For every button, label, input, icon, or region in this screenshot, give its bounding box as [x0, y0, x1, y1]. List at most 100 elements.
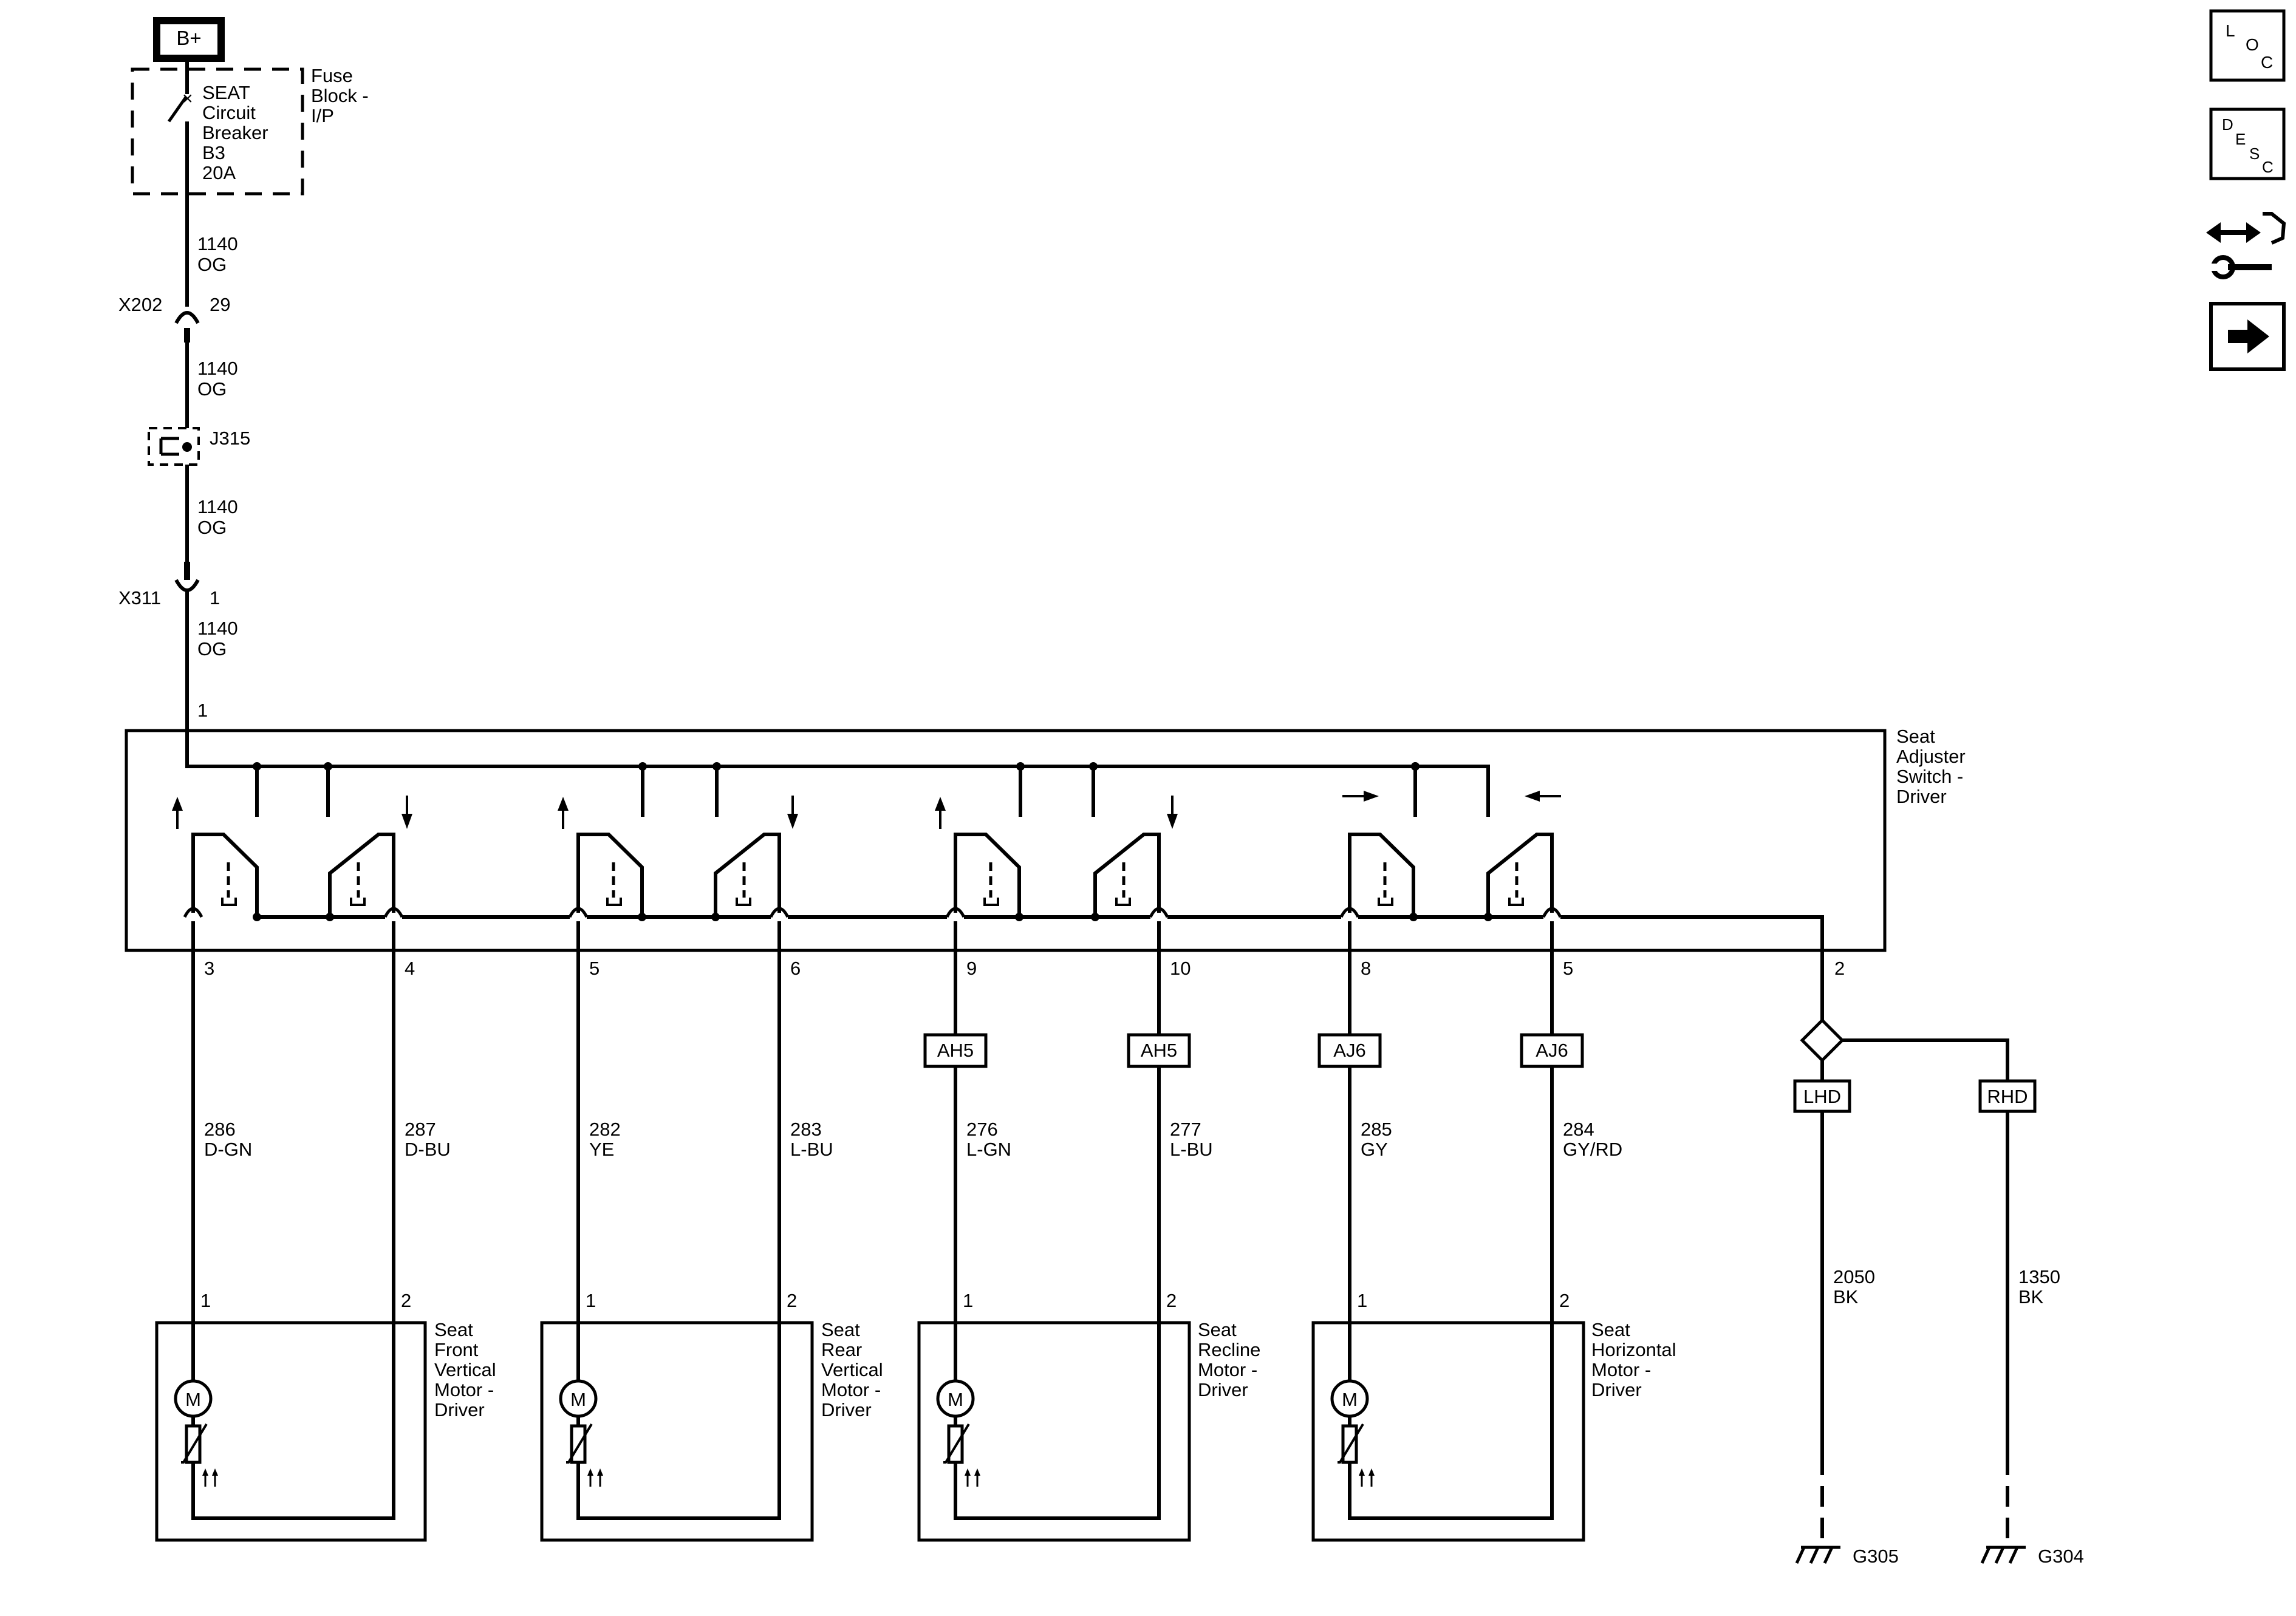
svg-text:D: D: [2222, 115, 2233, 134]
fuse-block-label-1: Fuse: [311, 65, 353, 86]
motor-name-line: Seat: [1198, 1319, 1237, 1340]
fuse-block-label-2: Block -: [311, 85, 369, 106]
sensor-slash: [1338, 1423, 1364, 1464]
svg-text:E: E: [2235, 130, 2246, 148]
contact-pivot: [1378, 898, 1393, 906]
motor-icon: [559, 1379, 598, 1418]
crossover-hump: [1149, 907, 1169, 918]
switch-output-pin: 6: [790, 958, 801, 979]
breaker-label-2: Circuit: [202, 102, 256, 123]
motor-pin-2: 2: [787, 1290, 797, 1311]
ground-junction: [711, 913, 720, 921]
motor-icon: [1330, 1379, 1369, 1418]
sensor-slash: [566, 1423, 593, 1464]
connector-wrench-icon[interactable]: [2206, 212, 2286, 279]
wire-number: 282: [589, 1119, 621, 1140]
x202-label: X202: [118, 294, 162, 315]
wire-number: 287: [405, 1119, 436, 1140]
crossover-hump: [383, 907, 404, 918]
loc-button[interactable]: L O C: [2209, 9, 2286, 82]
feed-wire-2-color: OG: [197, 378, 227, 400]
ground-junction: [1091, 913, 1099, 921]
power-source: B+: [153, 17, 225, 72]
next-button[interactable]: [2209, 302, 2286, 371]
ground-junction: [253, 913, 261, 921]
motor-name-line: Driver: [434, 1399, 485, 1420]
desc-button[interactable]: D E S C: [2209, 107, 2286, 180]
direction-arrow-up-icon: [172, 797, 183, 829]
contact-right: [714, 833, 781, 917]
contact-pivot: [736, 898, 751, 906]
x202-pin: 29: [210, 294, 230, 315]
breaker-label-1: SEAT: [202, 82, 250, 103]
fuse-block: × SEAT Circuit Breaker B3 20A Fuse Block…: [131, 65, 369, 196]
crossover-hump: [769, 907, 790, 918]
motor-name-line: Motor -: [434, 1379, 494, 1400]
ground-symbol-lhd: [1795, 1546, 1840, 1564]
feed-wire-3-number: 1140: [197, 496, 238, 517]
motor-name-line: Vertical: [434, 1359, 496, 1380]
contact-right: [328, 833, 395, 917]
inline-connector-label: AH5: [937, 1040, 974, 1061]
ground-junction: [326, 913, 334, 921]
switch-name-4: Driver: [1896, 786, 1947, 807]
inline-connector-label: AH5: [1141, 1040, 1177, 1061]
switch-section-1: [172, 796, 412, 950]
arrow-head: [1525, 791, 1540, 802]
contact-right: [1093, 833, 1161, 917]
contact-pivot: [1508, 898, 1524, 906]
breaker-label-5: 20A: [202, 162, 236, 183]
motor-pin-1: 1: [200, 1290, 211, 1311]
direction-arrow-right-icon: [1342, 791, 1379, 802]
motor-name-line: Driver: [1591, 1379, 1642, 1400]
wire-number: 276: [966, 1119, 998, 1140]
sensor-slash: [943, 1423, 970, 1464]
switch-name-2: Adjuster: [1896, 746, 1966, 767]
wire-number: 284: [1563, 1119, 1594, 1140]
motor-pin-1: 1: [963, 1290, 973, 1311]
ground-junction: [1015, 913, 1023, 921]
rhd-wire-color: BK: [2018, 1286, 2044, 1307]
switch-output-pin: 10: [1170, 958, 1191, 979]
rhd-label: RHD: [1987, 1086, 2028, 1107]
svg-text:C: C: [2262, 158, 2274, 176]
contact-pivot: [350, 898, 366, 906]
feed-wire-3-color: OG: [197, 517, 227, 538]
contact-right: [1486, 833, 1554, 917]
breaker-label-3: Breaker: [202, 122, 268, 143]
switch-output-pin: 8: [1361, 958, 1371, 979]
switch-input-pin: 1: [197, 700, 208, 721]
crossover-mask: [1150, 913, 1167, 921]
ground-symbol-rhd: [1980, 1546, 2026, 1564]
switch-output-pin: 5: [1563, 958, 1573, 979]
crossover-hump: [1542, 907, 1562, 918]
direction-arrow-down-icon: [401, 796, 412, 829]
sensor-arrow-head: [587, 1468, 593, 1476]
breaker-label-4: B3: [202, 142, 225, 163]
crossover-mask: [185, 913, 202, 921]
motor-icon: [936, 1379, 975, 1418]
feed-wire-1-color: OG: [197, 254, 227, 275]
crossover-mask: [1543, 913, 1560, 921]
motor-housing: [540, 1321, 814, 1542]
motor-winding-loop: [954, 1324, 1161, 1520]
sensor-arrow-head: [974, 1468, 980, 1476]
wire-color: L-GN: [966, 1139, 1011, 1160]
contact-left: [576, 833, 644, 917]
wire-color: L-BU: [790, 1139, 833, 1160]
rhd-wire-number: 1350: [2018, 1266, 2060, 1287]
g304-label: G304: [2038, 1546, 2084, 1567]
motor-name-line: Driver: [1198, 1379, 1248, 1400]
motor-name-line: Front: [434, 1339, 479, 1360]
motor-winding-loop: [576, 1324, 781, 1520]
switch-ground-pin: 2: [1834, 958, 1845, 979]
feed-wire: 1140 OG X202 29 1140 OG J315 1140 OG X31…: [118, 194, 250, 766]
arrow-head: [172, 797, 183, 811]
switch-output-pin: 9: [966, 958, 977, 979]
crossover-hump: [183, 907, 203, 918]
svg-text:S: S: [2249, 145, 2260, 163]
switch-section-4: [1339, 791, 1562, 950]
